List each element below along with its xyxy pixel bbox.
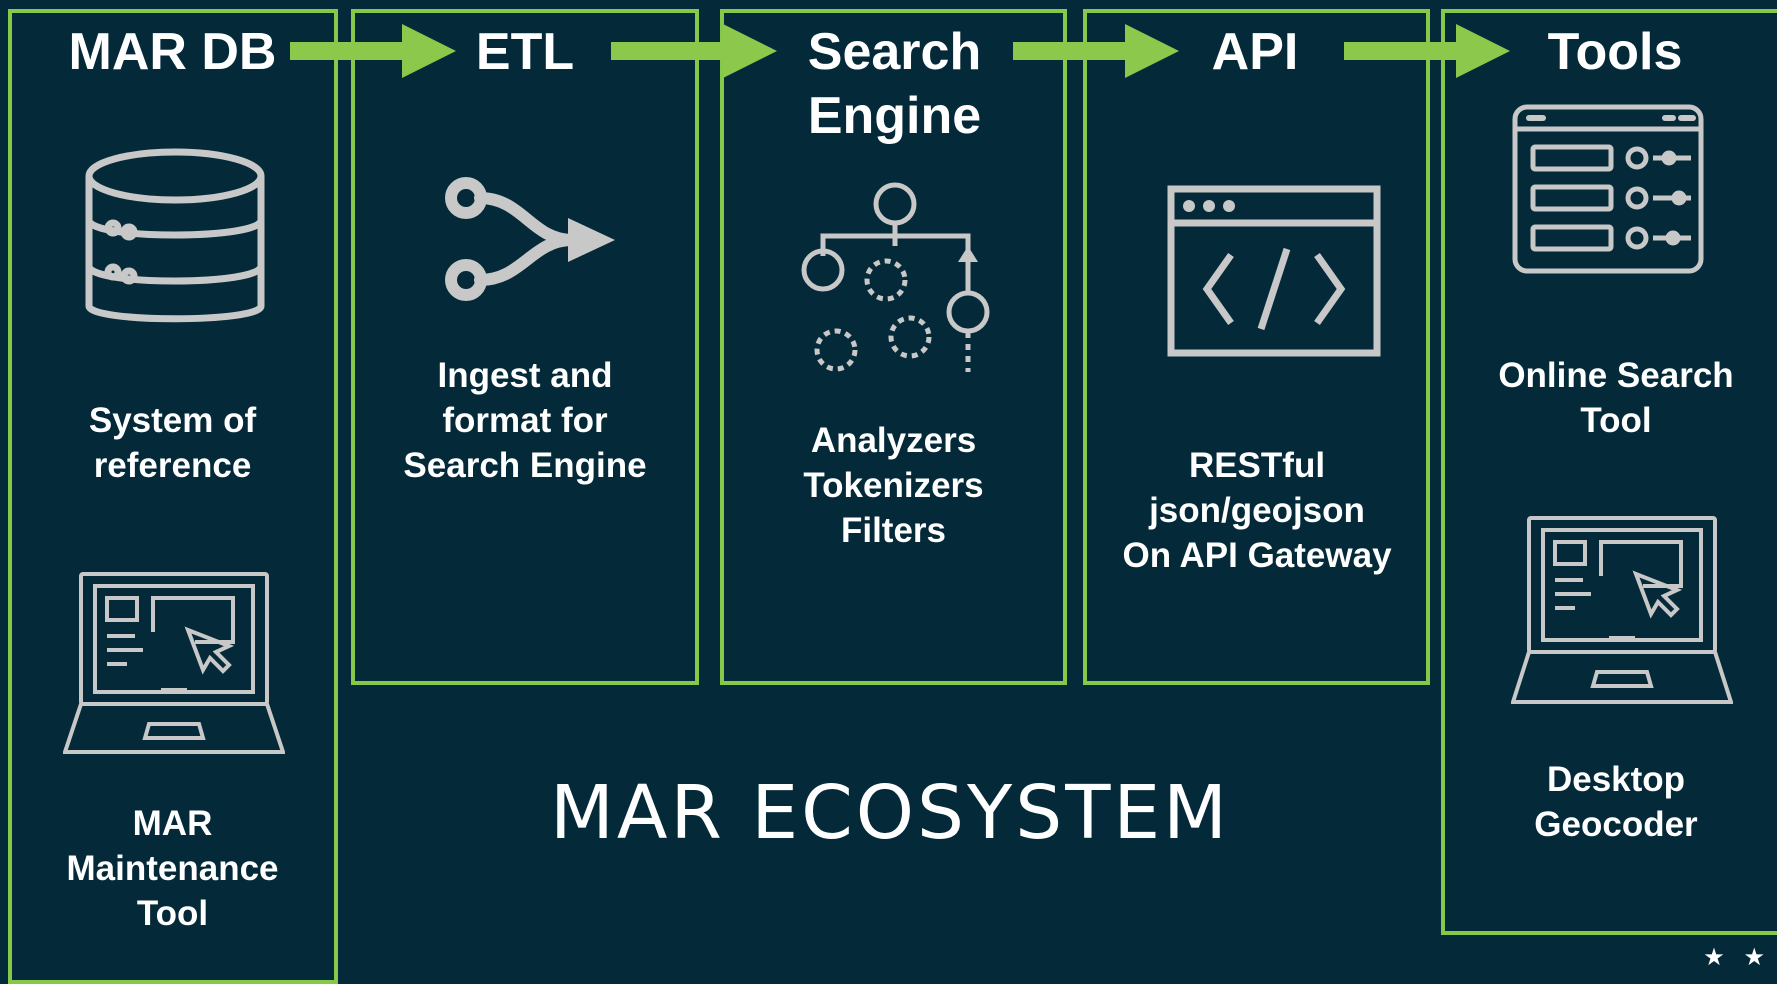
- search-engine-box: [720, 9, 1067, 685]
- search-engine-title: Search Engine: [807, 23, 982, 145]
- laptop-icon: [63, 572, 285, 754]
- online-search-tool-label: Online Search Tool: [1498, 356, 1734, 440]
- etl-title: ETL: [475, 23, 575, 81]
- database-icon: [85, 148, 265, 323]
- tools-box: [1441, 9, 1777, 935]
- stars-decoration: ★ ★: [1703, 944, 1771, 971]
- arrow-etl-to-search: [611, 24, 777, 78]
- arrow-api-to-tools: [1344, 24, 1510, 78]
- etl-description: Ingest and format for Search Engine: [403, 356, 647, 485]
- search-engine-description: Analyzers Tokenizers Filters: [803, 421, 984, 550]
- desktop-geocoder-label: Desktop Geocoder: [1534, 760, 1698, 844]
- merge-arrow-icon: [445, 177, 615, 301]
- laptop-icon: [1511, 516, 1733, 704]
- arrow-db-to-etl: [290, 24, 456, 78]
- ecosystem-title: MAR ECOSYSTEM: [549, 770, 1231, 856]
- mar-db-description: System of reference: [88, 401, 257, 485]
- settings-panel-icon: [1512, 104, 1704, 274]
- etl-box: [351, 9, 699, 685]
- mar-maintenance-tool-label: MAR Maintenance Tool: [66, 804, 279, 933]
- mar-db-title: MAR DB: [68, 23, 277, 81]
- arrow-search-to-api: [1013, 24, 1179, 78]
- tools-title: Tools: [1547, 23, 1683, 81]
- api-description: RESTful json/geojson On API Gateway: [1122, 446, 1392, 575]
- code-window-icon: [1167, 185, 1381, 357]
- api-title: API: [1211, 23, 1299, 81]
- api-box: [1083, 9, 1430, 685]
- hierarchy-tree-icon: [801, 182, 990, 372]
